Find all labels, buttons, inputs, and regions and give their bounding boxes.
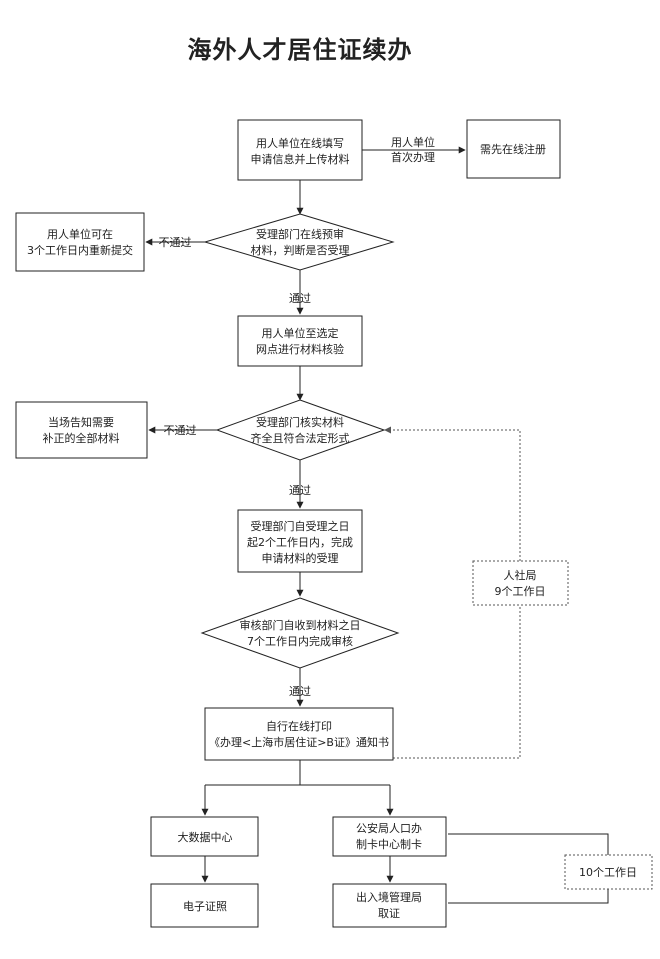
node-text: 审核部门自收到材料之日 — [240, 618, 361, 632]
connectors — [145, 146, 609, 904]
edge-label-pass: 通过 — [289, 292, 311, 305]
node-text: 起2个工作日内，完成 — [247, 535, 353, 549]
node-n9: 审核部门自收到材料之日 7个工作日内完成审核 — [200, 597, 400, 669]
node-text: 电子证照 — [183, 900, 227, 913]
node-text: 申请信息并上传材料 — [251, 152, 350, 166]
node-n1: 用人单位在线填写 申请信息并上传材料 — [237, 119, 363, 181]
node-n7: 当场告知需要 补正的全部材料 — [15, 401, 148, 459]
node-text: 受理部门自受理之日 — [251, 519, 350, 533]
node-n10: 自行在线打印 《办理<上海市居住证>B证》通知书 — [204, 707, 394, 761]
node-text: 7个工作日内完成审核 — [247, 634, 353, 648]
node-text: 申请材料的受理 — [262, 551, 339, 565]
node-text: 大数据中心 — [178, 830, 233, 844]
node-n8: 受理部门自受理之日 起2个工作日内，完成 申请材料的受理 — [237, 509, 363, 573]
edge-label-pass: 通过 — [289, 484, 311, 497]
node-n12: 电子证照 — [150, 883, 259, 928]
node-text: 3个工作日内重新提交 — [27, 243, 133, 257]
node-n2: 需先在线注册 — [466, 119, 561, 179]
dashed-arrowhead — [384, 426, 391, 434]
node-text: 出入境管理局 — [356, 890, 422, 904]
node-n15-dashed: 人社局 9个工作日 — [472, 560, 569, 606]
edge-label-pass: 通过 — [289, 685, 311, 698]
node-text: 用人单位可在 — [47, 227, 113, 241]
edge-label-fail: 不通过 — [164, 424, 197, 437]
node-text: 制卡中心制卡 — [356, 838, 422, 851]
node-text: 网点进行材料核验 — [256, 342, 344, 356]
node-n3: 受理部门在线预审 材料，判断是否受理 — [203, 213, 395, 271]
node-text: 受理部门核实材料 — [256, 415, 344, 429]
edge-labels: 用人单位 首次办理 不通过 通过 不通过 通过 通过 — [159, 135, 436, 698]
edge-label-fail: 不通过 — [159, 236, 192, 249]
node-n14: 出入境管理局 取证 — [332, 883, 447, 928]
node-text: 用人单位在线填写 — [256, 136, 344, 150]
node-text: 《办理<上海市居住证>B证》通知书 — [209, 735, 389, 749]
node-text: 10个工作日 — [579, 866, 637, 879]
node-text: 9个工作日 — [495, 585, 546, 598]
edge-label-first-time: 首次办理 — [391, 150, 435, 164]
node-text: 当场告知需要 — [48, 415, 114, 429]
node-n5: 用人单位至选定 网点进行材料核验 — [237, 315, 363, 367]
node-text: 受理部门在线预审 — [256, 227, 344, 241]
node-text: 补正的全部材料 — [43, 431, 120, 445]
node-text: 取证 — [378, 907, 400, 920]
node-n6: 受理部门核实材料 齐全且符合法定形式 — [215, 399, 386, 461]
node-n16-dashed: 10个工作日 — [564, 854, 653, 890]
node-text: 用人单位至选定 — [262, 326, 339, 340]
page-title: 海外人才居住证续办 — [187, 35, 413, 64]
node-n11: 大数据中心 — [150, 816, 259, 857]
node-n4: 用人单位可在 3个工作日内重新提交 — [15, 212, 145, 272]
node-text: 公安局人口办 — [356, 821, 422, 835]
node-n13: 公安局人口办 制卡中心制卡 — [332, 816, 447, 857]
node-text: 人社局 — [504, 568, 537, 582]
node-text: 需先在线注册 — [480, 142, 546, 156]
node-text: 自行在线打印 — [266, 719, 332, 733]
node-text: 材料，判断是否受理 — [251, 243, 350, 257]
node-text: 齐全且符合法定形式 — [251, 431, 350, 445]
edge-label-first-time: 用人单位 — [391, 135, 435, 149]
edge-n10-n6-dashed — [386, 429, 521, 759]
